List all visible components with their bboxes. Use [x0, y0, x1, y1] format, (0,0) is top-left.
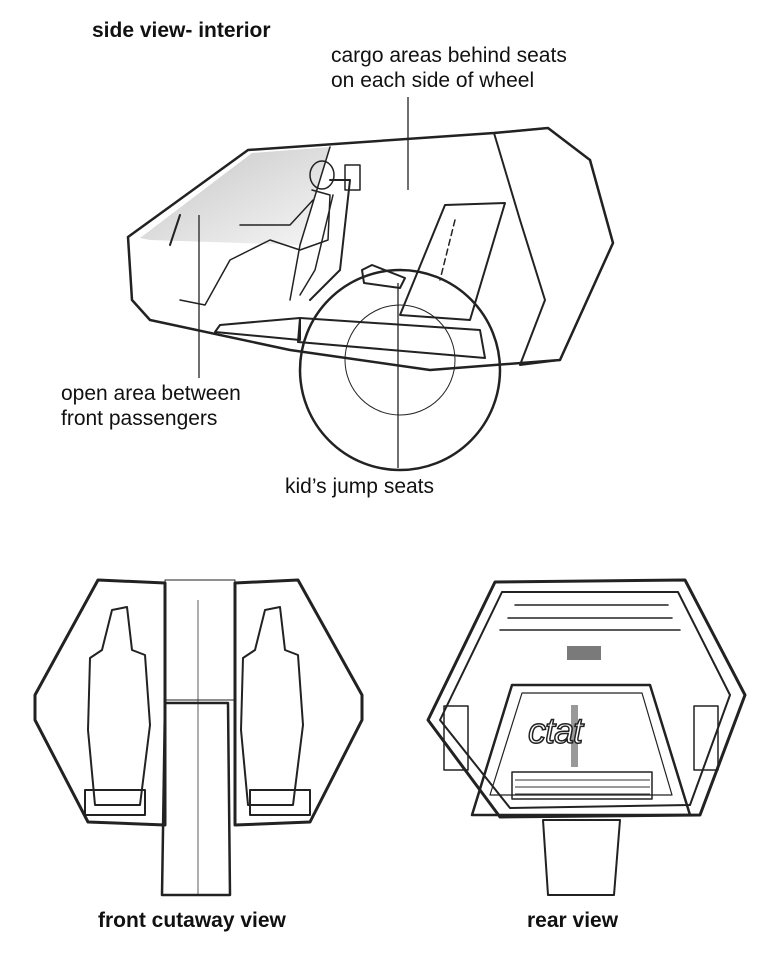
jump-seats-callout: kid’s jump seats	[285, 475, 435, 498]
open-area-callout-line2: front passengers	[61, 407, 218, 430]
cargo-callout-line1: cargo areas behind seats	[331, 44, 567, 67]
right-seat	[240, 606, 304, 806]
front-cutaway-caption: front cutaway view	[98, 909, 286, 932]
rear-logo: ctat	[527, 710, 584, 751]
front-cutaway-drawing	[33, 578, 364, 897]
open-area-callout-line1: open area between	[61, 382, 241, 405]
rear-view-caption: rear view	[527, 909, 619, 932]
wheel	[298, 268, 502, 472]
left-seat	[87, 606, 151, 806]
rear-view-drawing	[426, 578, 747, 896]
side-view-drawing	[126, 126, 615, 472]
driver-figure	[179, 160, 335, 306]
cargo-callout-line2: on each side of wheel	[331, 69, 535, 92]
side-view-title: side view- interior	[92, 19, 271, 42]
vehicle-shell	[126, 126, 615, 372]
